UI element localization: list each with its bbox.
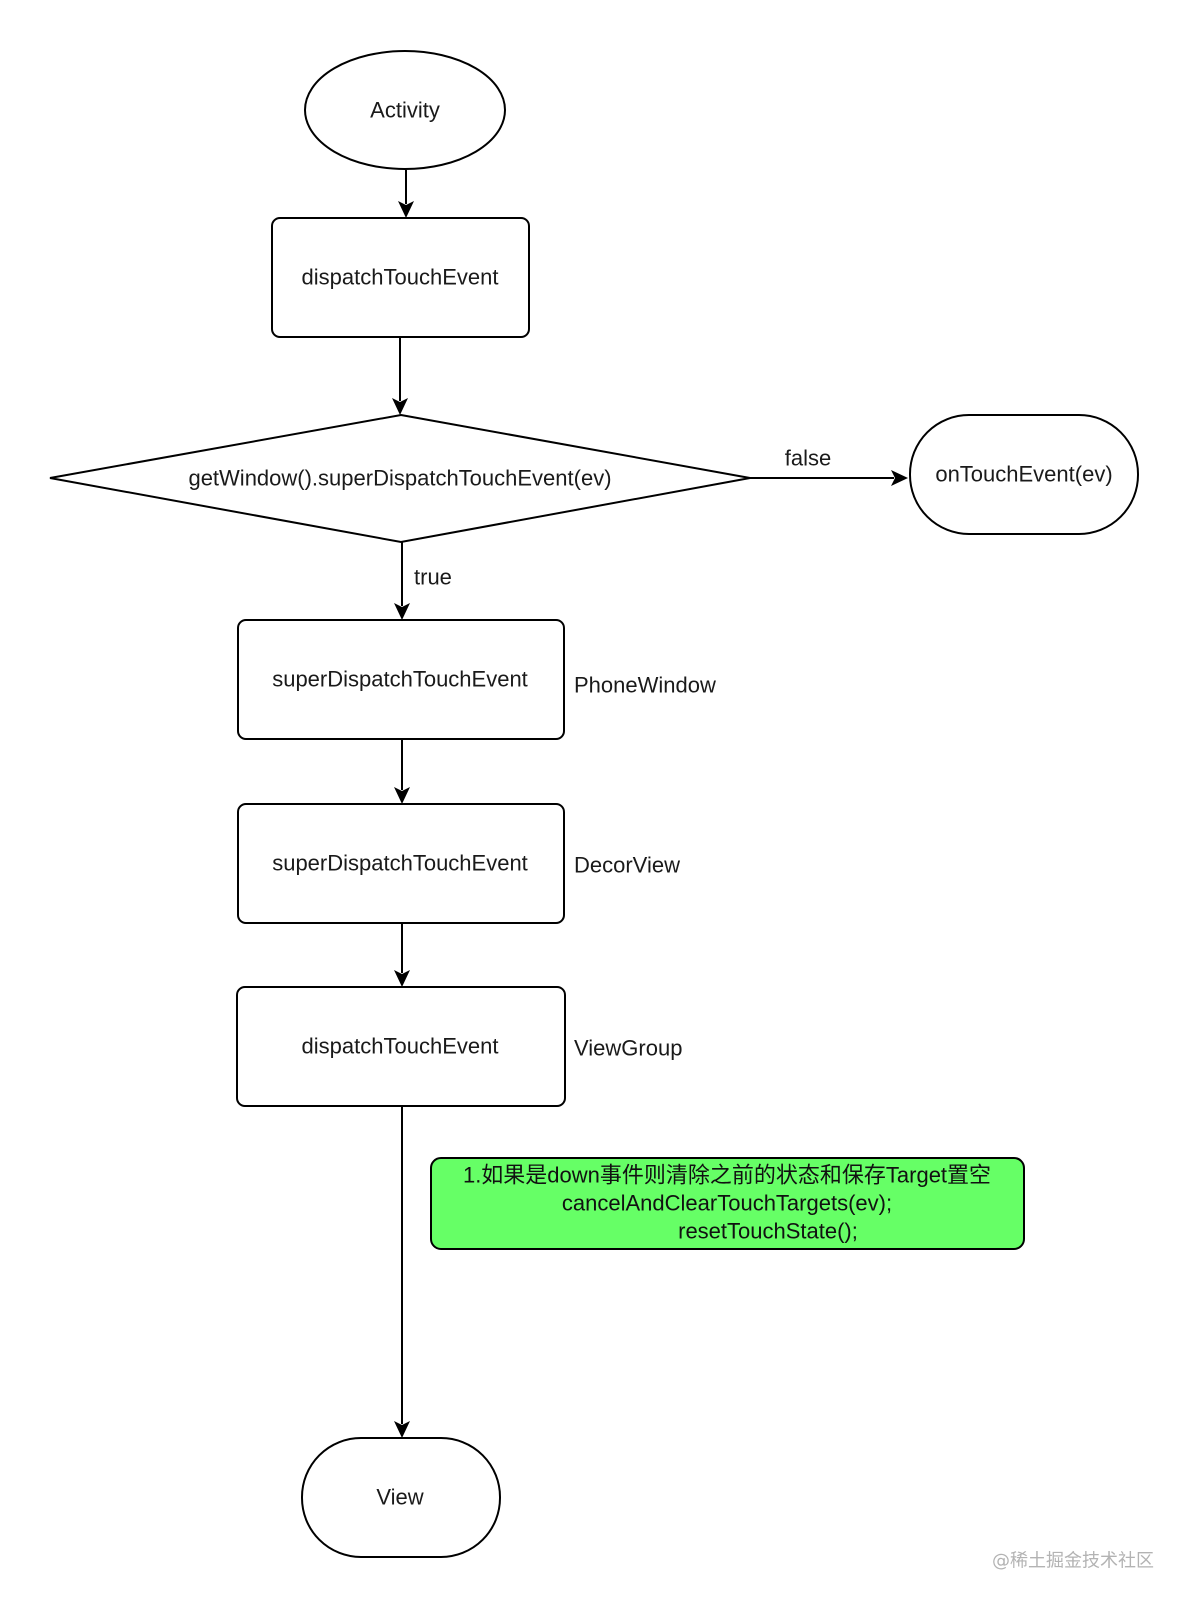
note-line-1: 1.如果是down事件则清除之前的状态和保存Target置空 xyxy=(463,1163,991,1188)
view-label: View xyxy=(376,1485,423,1510)
activity-dispatch-node: dispatchTouchEvent xyxy=(271,217,530,338)
false-edge-label: false xyxy=(785,446,831,471)
decision-label: getWindow().superDispatchTouchEvent(ev) xyxy=(188,466,611,491)
decor-view-dispatch-node: superDispatchTouchEvent xyxy=(237,803,565,924)
view-group-dispatch-label: dispatchTouchEvent xyxy=(302,1034,499,1059)
activity-dispatch-label: dispatchTouchEvent xyxy=(302,265,499,290)
phone-window-dispatch-label: superDispatchTouchEvent xyxy=(272,667,528,692)
activity-label: Activity xyxy=(370,98,440,123)
decor-view-side-label: DecorView xyxy=(574,853,680,878)
view-node: View xyxy=(301,1437,501,1558)
arrow-phone-window-to-decor-view xyxy=(394,739,410,804)
decor-view-dispatch-label: superDispatchTouchEvent xyxy=(272,851,528,876)
phone-window-dispatch-node: superDispatchTouchEvent xyxy=(237,619,565,740)
reset-state-note: 1.如果是down事件则清除之前的状态和保存Target置空 cancelAnd… xyxy=(430,1157,1025,1250)
watermark-text: @稀土掘金技术社区 xyxy=(992,1551,1154,1572)
on-touch-event-label: onTouchEvent(ev) xyxy=(935,462,1112,487)
activity-node: Activity xyxy=(304,50,506,170)
true-edge-label: true xyxy=(414,565,452,590)
view-group-side-label: ViewGroup xyxy=(574,1036,682,1061)
phone-window-side-label: PhoneWindow xyxy=(574,673,716,698)
arrow-view-group-to-view xyxy=(394,1106,410,1438)
note-line-3: resetTouchState(); xyxy=(678,1219,858,1244)
arrow-activity-to-dispatch xyxy=(398,170,414,218)
decision-node: getWindow().superDispatchTouchEvent(ev) xyxy=(49,413,751,544)
note-line-2: cancelAndClearTouchTargets(ev); xyxy=(562,1191,892,1216)
arrow-true-branch: true xyxy=(394,542,452,620)
arrow-decor-view-to-view-group xyxy=(394,923,410,987)
arrow-false-branch: false xyxy=(750,446,908,486)
arrow-dispatch-to-decision xyxy=(392,337,408,415)
view-group-dispatch-node: dispatchTouchEvent xyxy=(236,986,566,1107)
on-touch-event-node: onTouchEvent(ev) xyxy=(909,414,1139,535)
